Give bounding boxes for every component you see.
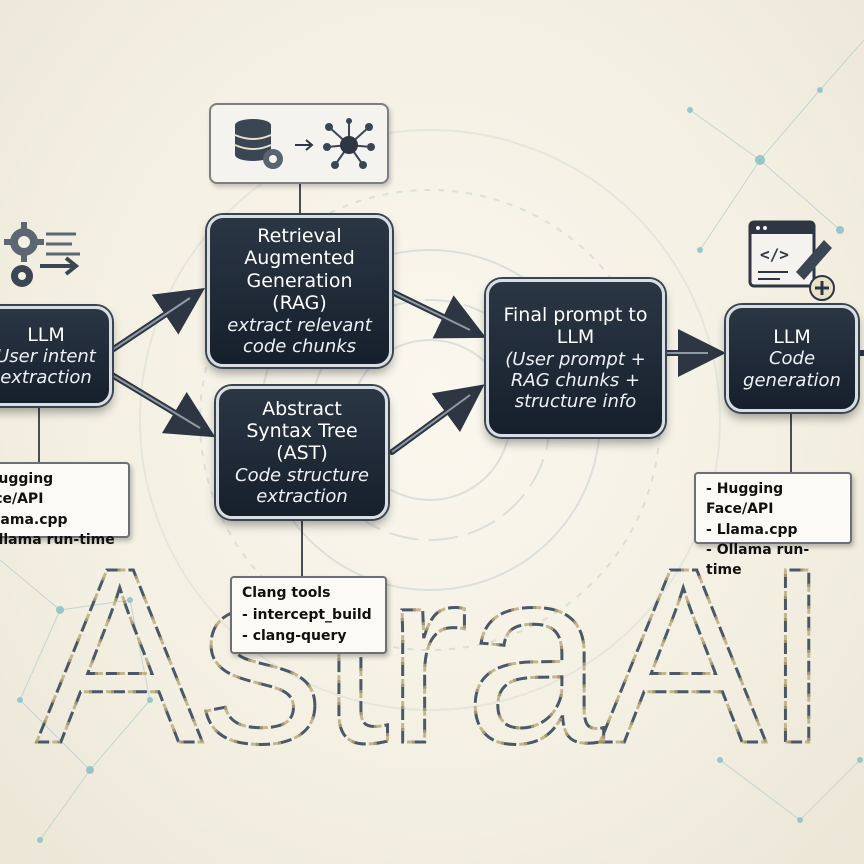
code-editor-icon: </> xyxy=(748,220,835,301)
note-left-item: Hugging Face/API xyxy=(0,469,118,510)
network-nodes xyxy=(17,87,863,843)
node-rag-sub: extract relevant code chunks xyxy=(227,314,372,357)
note-clang-item: intercept_build xyxy=(242,605,375,625)
node-llm-intent-title: LLM xyxy=(27,323,65,346)
node-rag: Retrieval Augmented Generation (RAG) ext… xyxy=(207,215,392,367)
note-left-item: Llama.cpp xyxy=(0,510,118,530)
note-right-item: Hugging Face/API xyxy=(706,479,840,520)
node-llm-code: LLM Code generation xyxy=(726,305,858,412)
watermark-text: AstraAI xyxy=(36,516,828,795)
connector-left-note xyxy=(38,405,40,463)
note-left-item: Ollama run-time xyxy=(0,530,118,550)
gears-icon xyxy=(4,222,80,287)
node-final-prompt: Final prompt to LLM (User prompt + RAG c… xyxy=(486,279,665,437)
node-final-sub: (User prompt + RAG chunks + structure in… xyxy=(505,348,646,413)
note-clang-tools: Clang tools intercept_build clang-query xyxy=(230,576,387,654)
database-gear-icon xyxy=(234,119,283,169)
network-lines xyxy=(0,39,864,841)
note-left-runtimes: Hugging Face/API Llama.cpp Ollama run-ti… xyxy=(0,462,130,548)
rag-icon-box xyxy=(209,103,389,184)
svg-text:</>: </> xyxy=(760,245,789,264)
connector-clang-note xyxy=(301,519,303,577)
note-clang-item: clang-query xyxy=(242,626,375,646)
node-llm-code-sub: Code generation xyxy=(743,348,841,391)
node-rag-title: Retrieval Augmented Generation (RAG) xyxy=(244,224,355,315)
note-clang-title: Clang tools xyxy=(242,585,331,601)
note-right-item: Ollama run-time xyxy=(706,540,840,581)
node-llm-code-title: LLM xyxy=(773,326,811,349)
node-ast-sub: Code structure extraction xyxy=(235,464,369,508)
node-ast: Abstract Syntax Tree (AST) Code structur… xyxy=(216,386,388,519)
connector-icon-box xyxy=(299,184,301,218)
network-icon xyxy=(323,118,375,169)
node-final-title: Final prompt to LLM xyxy=(503,303,648,349)
note-right-runtimes: Hugging Face/API Llama.cpp Ollama run-ti… xyxy=(694,472,852,578)
node-llm-intent-sub: User intent extraction xyxy=(0,345,96,389)
node-llm-intent: LLM User intent extraction xyxy=(0,306,112,406)
node-ast-title: Abstract Syntax Tree (AST) xyxy=(246,397,358,465)
note-right-item: Llama.cpp xyxy=(706,520,840,540)
arrow-right-icon xyxy=(295,139,314,151)
watermark-text-accent: AstraAI xyxy=(36,516,828,795)
connector-right-note xyxy=(790,410,792,472)
